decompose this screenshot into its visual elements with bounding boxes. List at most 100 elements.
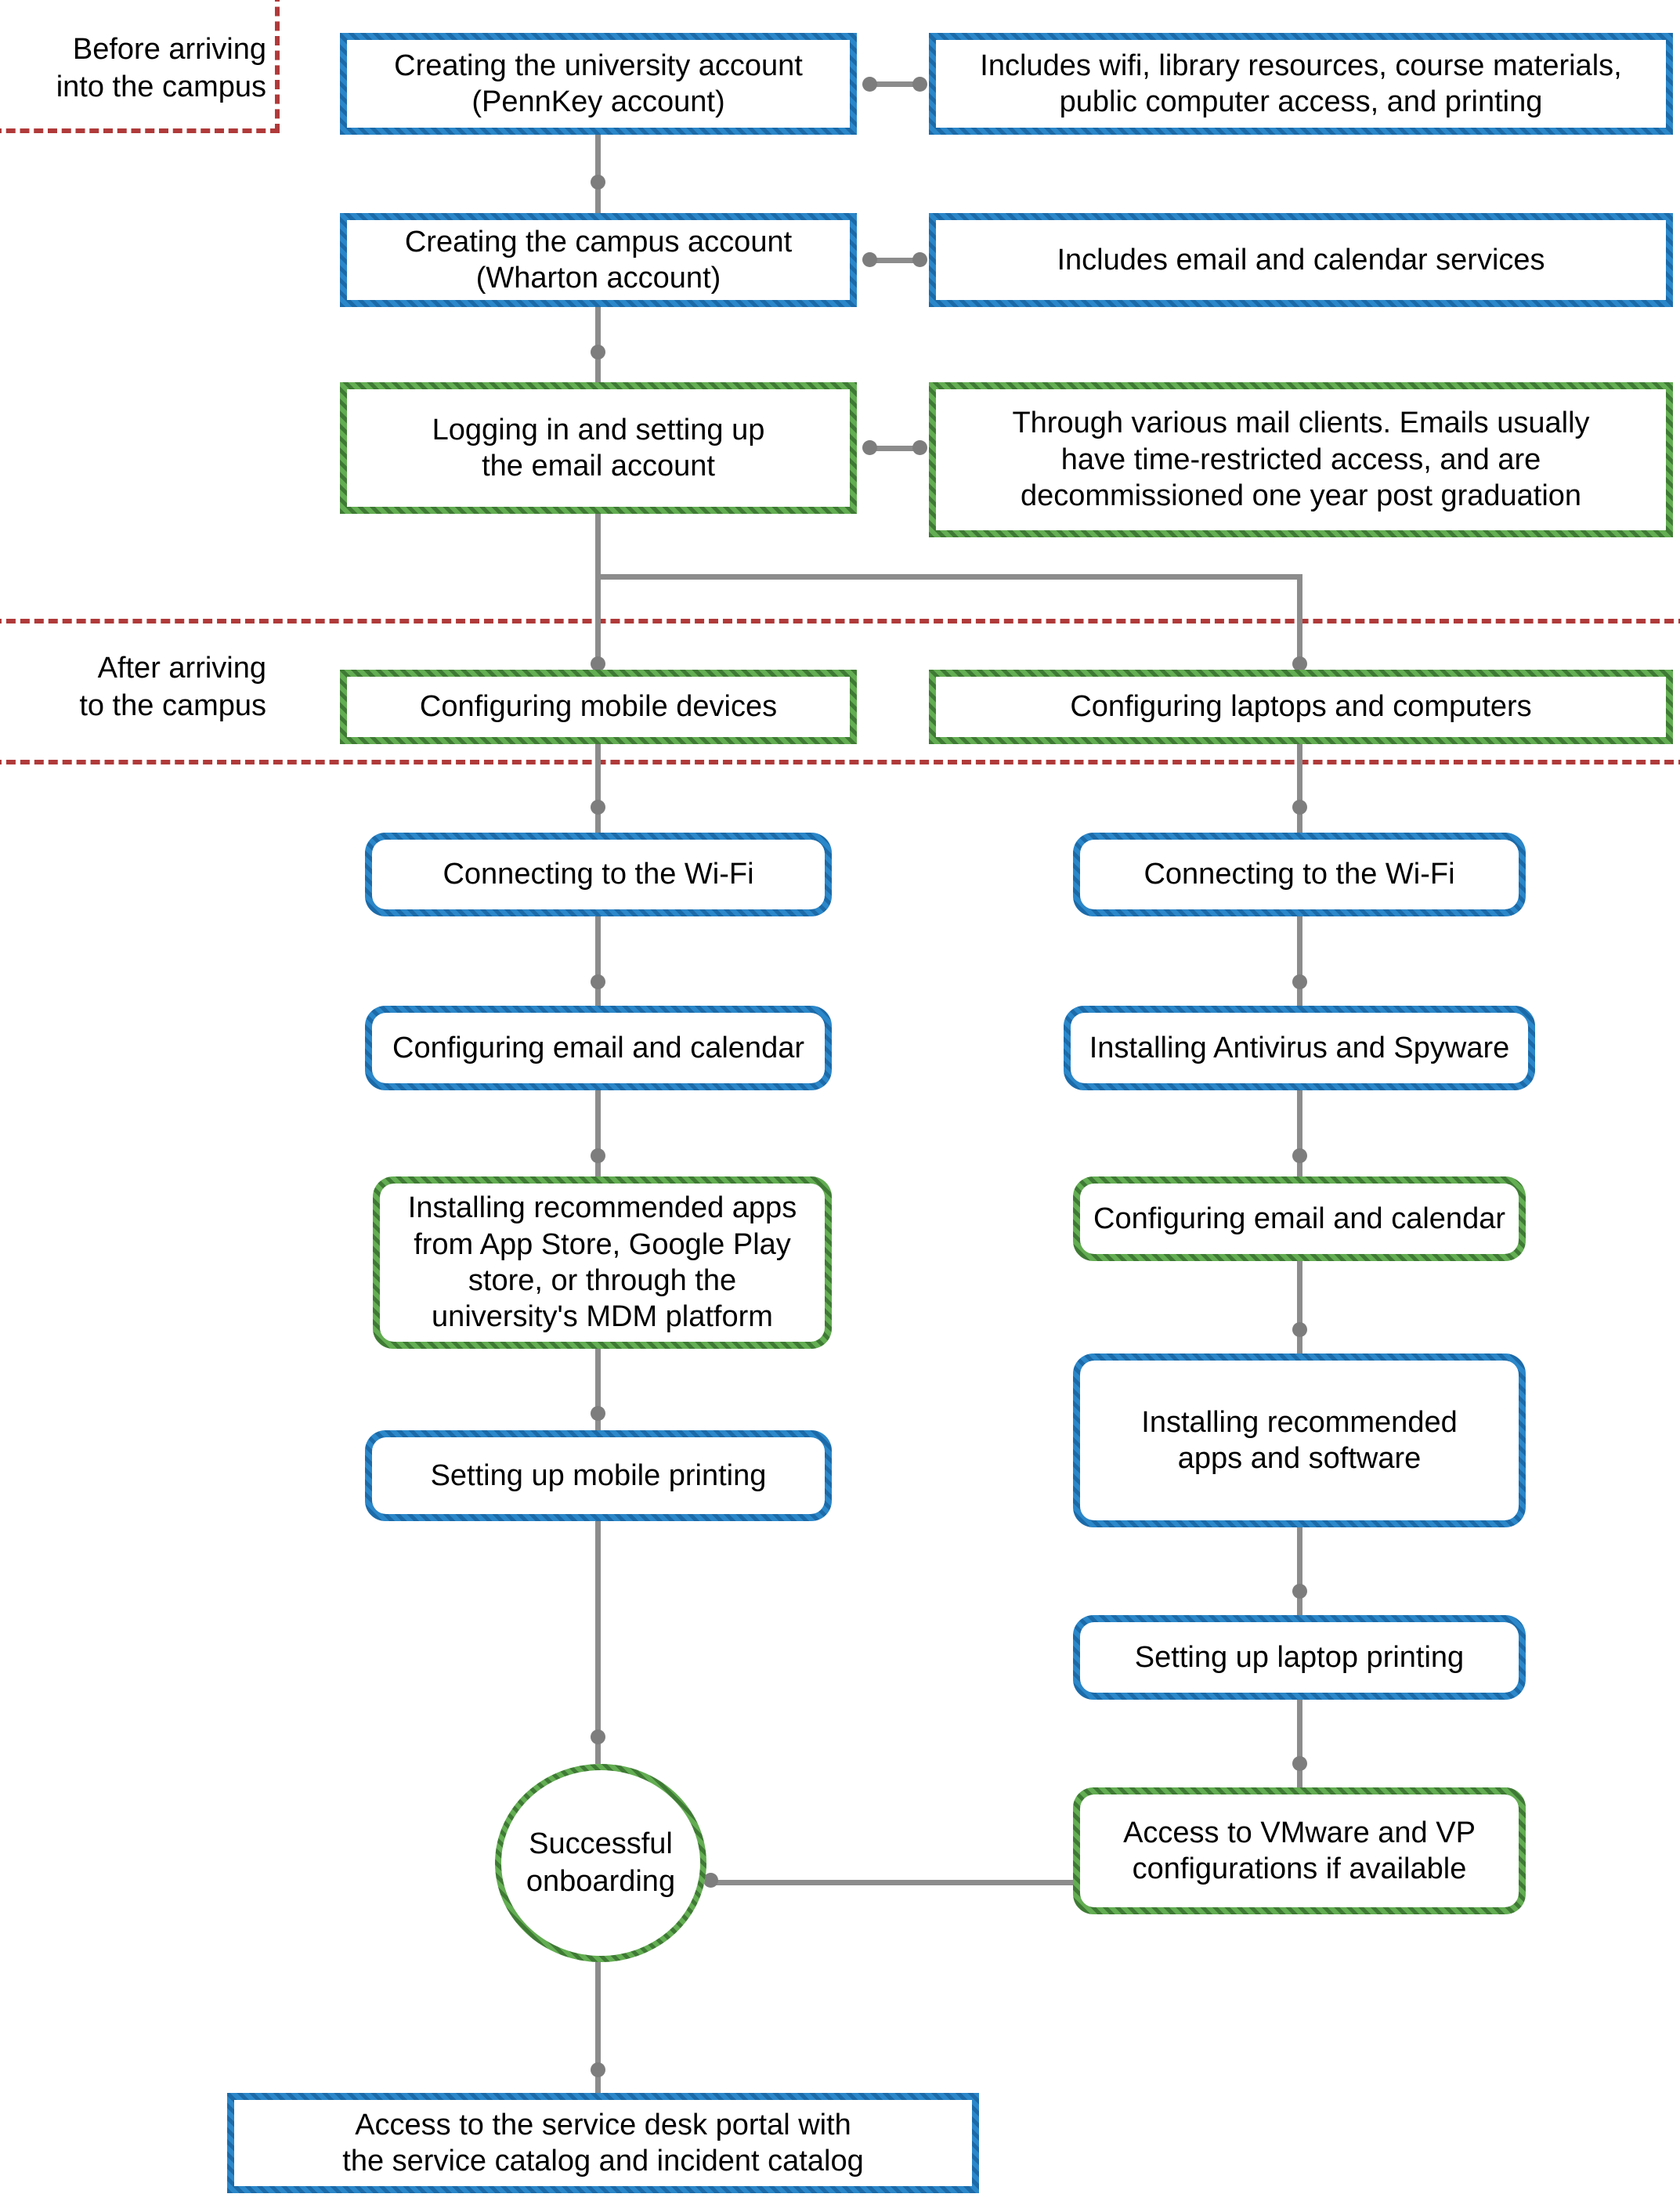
- connector-bus-to-mobile: [595, 574, 601, 670]
- connector-dot: [591, 2062, 605, 2077]
- connector-wharton-note-link: [868, 258, 918, 263]
- node-success-line2: onboarding: [526, 1864, 676, 1898]
- node-laptop-email-label: Configuring email and calendar: [1093, 1202, 1505, 1235]
- node-laptop-apps-line2: apps and software: [1177, 1442, 1422, 1475]
- connector-pennkey-to-wharton: [595, 135, 601, 213]
- connector-dot: [591, 345, 605, 360]
- connector-dot: [1292, 1148, 1307, 1163]
- connector-mobilewifi-to-email: [595, 916, 601, 1006]
- node-mobile-email[interactable]: Configuring email and calendar: [365, 1006, 832, 1090]
- node-pennkey[interactable]: Creating the university account (PennKey…: [340, 33, 857, 135]
- node-mobile-wifi-label: Connecting to the Wi-Fi: [443, 858, 754, 891]
- node-email-login-line1: Logging in and setting up: [432, 413, 765, 446]
- phase-label-after-line1: After arriving: [97, 652, 266, 685]
- node-wharton-note-line1: Includes email and calendar services: [1057, 243, 1545, 276]
- node-mobile-apps-line3: store, or through the: [468, 1264, 737, 1297]
- connector-dot: [912, 77, 927, 92]
- phase-label-after: After arriving to the campus: [0, 650, 266, 725]
- connector-laptopapps-to-print: [1297, 1527, 1302, 1615]
- phase-label-after-line2: to the campus: [79, 688, 266, 722]
- connector-bus-horizontal: [595, 574, 1302, 580]
- node-service-desk-line2: the service catalog and incident catalog: [342, 2145, 864, 2178]
- node-laptop-av-label: Installing Antivirus and Spyware: [1089, 1031, 1510, 1064]
- node-laptop-print-label: Setting up laptop printing: [1134, 1640, 1465, 1674]
- connector-dot: [591, 800, 605, 815]
- node-pennkey-line2: (PennKey account): [471, 85, 725, 118]
- connector-success-to-servicedesk: [595, 1962, 601, 2093]
- connector-vmware-to-success: [709, 1880, 1075, 1885]
- node-mobile-print[interactable]: Setting up mobile printing: [365, 1430, 832, 1521]
- node-mobile-email-label: Configuring email and calendar: [392, 1031, 804, 1064]
- connector-pennkey-note-link: [868, 81, 918, 87]
- node-pennkey-note[interactable]: Includes wifi, library resources, course…: [929, 33, 1673, 135]
- node-vmware-line2: configurations if available: [1132, 1852, 1467, 1885]
- node-vmware-access[interactable]: Access to VMware and VP configurations i…: [1073, 1787, 1526, 1914]
- node-email-note[interactable]: Through various mail clients. Emails usu…: [929, 382, 1673, 537]
- connector-laptopemail-to-apps: [1297, 1261, 1302, 1353]
- connector-dot: [591, 1406, 605, 1421]
- node-pennkey-line1: Creating the university account: [394, 49, 803, 82]
- node-laptop-apps[interactable]: Installing recommended apps and software: [1073, 1353, 1526, 1527]
- connector-email-note-link: [868, 446, 918, 451]
- node-mobile-apps-line2: from App Store, Google Play: [414, 1227, 791, 1261]
- phase-label-before-line1: Before arriving: [72, 33, 266, 66]
- connector-dot: [862, 252, 877, 267]
- node-pennkey-note-line2: public computer access, and printing: [1059, 85, 1543, 118]
- node-mobile-apps-line1: Installing recommended apps: [407, 1191, 797, 1225]
- node-wharton-line1: Creating the campus account: [404, 225, 793, 258]
- connector-laptops-to-wifi: [1297, 744, 1302, 833]
- node-email-login-line2: the email account: [482, 450, 715, 482]
- node-service-desk-portal[interactable]: Access to the service desk portal with t…: [227, 2093, 979, 2193]
- node-pennkey-note-line1: Includes wifi, library resources, course…: [980, 49, 1622, 82]
- phase-region-before: [0, 0, 280, 133]
- connector-dot: [591, 656, 605, 671]
- connector-dot: [591, 1148, 605, 1163]
- node-configuring-mobile-devices[interactable]: Configuring mobile devices: [340, 670, 857, 744]
- connector-laptopwifi-to-av: [1297, 916, 1302, 1006]
- connector-mobileemail-to-apps: [595, 1090, 601, 1176]
- node-mobile-label: Configuring mobile devices: [419, 690, 778, 724]
- connector-dot: [912, 440, 927, 455]
- connector-laptopprint-to-vmware: [1297, 1700, 1302, 1787]
- node-wharton-note[interactable]: Includes email and calendar services: [929, 213, 1673, 307]
- connector-mobileprint-to-success: [595, 1521, 601, 1764]
- connector-dot: [1292, 656, 1307, 671]
- node-success-line1: Successful: [529, 1827, 673, 1860]
- connector-dot: [912, 252, 927, 267]
- phase-region-after: [0, 619, 1680, 764]
- connector-mobileapps-to-print: [595, 1349, 601, 1430]
- connector-laptopav-to-email: [1297, 1090, 1302, 1176]
- connector-mobile-to-wifi: [595, 744, 601, 833]
- phase-label-before-line2: into the campus: [56, 70, 266, 103]
- phase-label-before: Before arriving into the campus: [0, 31, 266, 106]
- connector-dot: [703, 1873, 718, 1888]
- node-mobile-apps[interactable]: Installing recommended apps from App Sto…: [373, 1176, 832, 1349]
- connector-dot: [1292, 1756, 1307, 1771]
- node-laptop-print[interactable]: Setting up laptop printing: [1073, 1615, 1526, 1700]
- connector-dot: [591, 175, 605, 190]
- node-email-note-line2: have time-restricted access, and are: [1060, 443, 1541, 476]
- node-service-desk-line1: Access to the service desk portal with: [355, 2108, 851, 2141]
- node-laptop-wifi[interactable]: Connecting to the Wi-Fi: [1073, 833, 1526, 916]
- connector-dot: [862, 77, 877, 92]
- connector-dot: [1292, 1322, 1307, 1337]
- connector-dot: [1292, 800, 1307, 815]
- node-wharton[interactable]: Creating the campus account (Wharton acc…: [340, 213, 857, 307]
- connector-dot: [1292, 974, 1307, 989]
- node-laptop-wifi-label: Connecting to the Wi-Fi: [1143, 858, 1455, 891]
- node-email-note-line1: Through various mail clients. Emails usu…: [1012, 407, 1590, 440]
- connector-dot: [591, 1729, 605, 1744]
- node-vmware-line1: Access to VMware and VP: [1123, 1816, 1476, 1849]
- node-laptop-email[interactable]: Configuring email and calendar: [1073, 1176, 1526, 1261]
- node-mobile-wifi[interactable]: Connecting to the Wi-Fi: [365, 833, 832, 916]
- node-laptops-label: Configuring laptops and computers: [1070, 690, 1532, 724]
- node-email-note-line3: decommissioned one year post graduation: [1020, 479, 1582, 513]
- node-configuring-laptops[interactable]: Configuring laptops and computers: [929, 670, 1673, 744]
- connector-bus-to-laptops: [1297, 574, 1302, 670]
- node-successful-onboarding[interactable]: Successful onboarding: [495, 1764, 706, 1962]
- node-wharton-line2: (Wharton account): [475, 262, 721, 295]
- connector-dot: [591, 974, 605, 989]
- node-email-login[interactable]: Logging in and setting up the email acco…: [340, 382, 857, 514]
- node-laptop-antivirus[interactable]: Installing Antivirus and Spyware: [1064, 1006, 1535, 1090]
